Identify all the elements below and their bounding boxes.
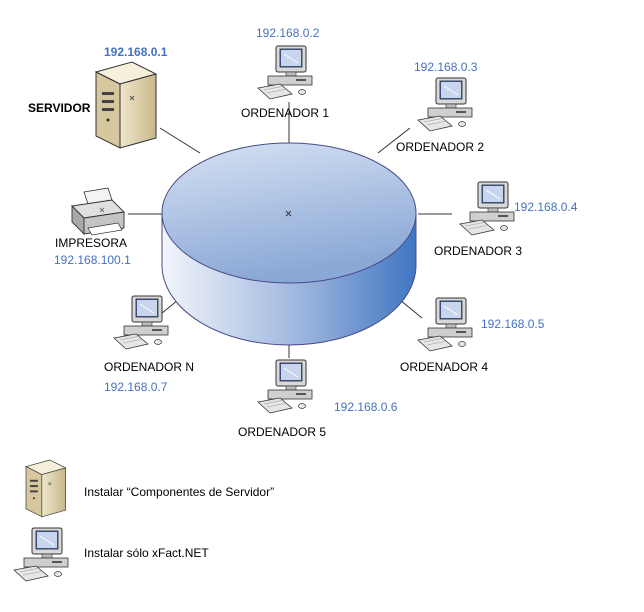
legend-client-text: Instalar sólo xFact.NET: [84, 546, 209, 560]
printer-ip: 192.168.100.1: [54, 253, 131, 267]
legend-server-icon: [25, 459, 66, 518]
computer-icon-4: [417, 297, 473, 352]
legend-computer-icon: [13, 527, 69, 582]
pc3-ip: 192.168.0.4: [514, 200, 578, 214]
pc2-label: ORDENADOR 2: [396, 140, 485, 154]
pc1-ip: 192.168.0.2: [256, 26, 320, 40]
pc4-label: ORDENADOR 4: [400, 360, 489, 374]
computer-icon-1: [257, 45, 313, 100]
pcn-label: ORDENADOR N: [104, 360, 195, 374]
printer-icon: [71, 187, 125, 236]
server-ip: 192.168.0.1: [104, 45, 168, 59]
computer-icon-n: [113, 295, 169, 350]
server-icon: [95, 61, 157, 149]
link-server: [159, 127, 201, 154]
connection-lines: [128, 102, 452, 358]
link-pc4: [399, 299, 423, 319]
pcn-ip: 192.168.0.7: [104, 380, 168, 394]
computer-icon-5: [257, 359, 313, 414]
pc5-label: ORDENADOR 5: [238, 425, 327, 439]
pc5-ip: 192.168.0.6: [334, 400, 398, 414]
printer-label: IMPRESORA: [55, 236, 128, 250]
pc1-label: ORDENADOR 1: [241, 106, 330, 120]
computer-icon-2: [417, 77, 473, 132]
pc3-label: ORDENADOR 3: [434, 244, 523, 258]
computer-icon-3: [459, 181, 515, 236]
pc4-ip: 192.168.0.5: [481, 317, 545, 331]
legend-server-text: Instalar “Componentes de Servidor”: [84, 485, 275, 499]
link-pc2: [377, 127, 411, 154]
server-label: SERVIDOR: [28, 101, 91, 115]
pc2-ip: 192.168.0.3: [414, 60, 478, 74]
network-hub: [161, 142, 417, 346]
